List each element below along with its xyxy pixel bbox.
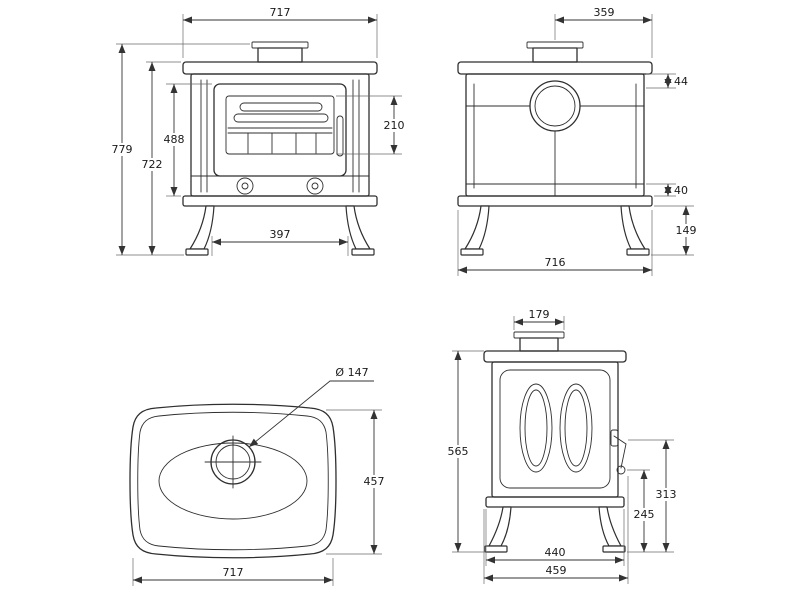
door-handle <box>336 115 344 157</box>
front-flue-collar <box>257 47 303 63</box>
front-flue-lip <box>251 41 309 49</box>
door-handle-lever <box>613 435 627 469</box>
dim-side-latch-height: 313 <box>627 439 679 553</box>
side-back-leg <box>488 506 512 547</box>
top-view: Ø 147 457 717 <box>129 366 387 586</box>
side-flue-lip <box>513 331 565 339</box>
side-front-foot <box>602 545 626 553</box>
back-right-foot <box>626 248 650 256</box>
front-right-leg <box>345 205 371 250</box>
dim-front-total-height-label: 779 <box>112 143 133 156</box>
dim-front-door-height: 488 <box>161 83 212 197</box>
top-plate-outline <box>129 403 337 559</box>
front-left-foot <box>185 248 209 256</box>
dim-top-width-label: 717 <box>223 566 244 579</box>
front-right-foot <box>351 248 375 256</box>
dim-side-height: 565 <box>445 350 485 553</box>
back-base-plate <box>457 195 653 207</box>
dim-top-depth-label: 457 <box>364 475 385 488</box>
dim-front-leg-span-label: 397 <box>270 228 291 241</box>
rear-flue-outlet <box>529 80 581 132</box>
dim-back-width-label: 716 <box>545 256 566 269</box>
dim-back-flue-offset-label: 359 <box>594 6 615 19</box>
side-body <box>491 361 619 498</box>
dim-top-flue-diameter: Ø 147 <box>248 366 374 448</box>
dim-side-base-depth-label: 440 <box>545 546 566 559</box>
dim-front-glass-height-label: 210 <box>384 119 405 132</box>
dim-front-total-height: 779 <box>109 43 250 256</box>
side-flue-collar <box>519 337 559 352</box>
back-top-plate <box>457 61 653 75</box>
back-right-leg <box>620 205 646 250</box>
front-body <box>190 73 370 197</box>
dim-side-depth: 459 <box>483 476 629 584</box>
handle-knob <box>616 465 626 475</box>
back-flue-lip <box>526 41 584 49</box>
dim-side-height-label: 565 <box>448 445 469 458</box>
dim-side-handle-height: 245 <box>627 469 657 552</box>
log-bottom <box>233 113 329 123</box>
dim-back-vent-height-label: 40 <box>674 184 688 197</box>
dim-side-base-depth: 440 <box>485 509 625 566</box>
dim-side-depth-label: 459 <box>546 564 567 577</box>
dim-back-leg-height-label: 149 <box>676 224 697 237</box>
top-plate-inner-outline <box>137 411 329 551</box>
dim-back-flue-offset: 359 <box>554 6 653 58</box>
dim-front-width: 717 <box>182 6 378 58</box>
front-left-leg <box>189 205 215 250</box>
side-panel <box>499 369 611 489</box>
dim-back-width: 716 <box>457 210 653 276</box>
back-view: 359 44 40 149 716 <box>457 6 699 276</box>
air-control-knob-right <box>306 177 324 195</box>
dim-side-flue-depth: 179 <box>513 308 565 330</box>
front-door-glass <box>225 95 335 155</box>
front-door-frame <box>213 83 347 177</box>
log-top <box>239 102 323 112</box>
front-top-plate <box>182 61 378 75</box>
dim-side-latch-height-label: 313 <box>656 488 677 501</box>
dim-front-glass-height: 210 <box>336 95 407 155</box>
dim-side-flue-depth-label: 179 <box>529 308 550 321</box>
side-front-leg <box>598 506 622 547</box>
dim-top-width: 717 <box>132 558 334 586</box>
back-left-foot <box>460 248 484 256</box>
side-back-foot <box>484 545 508 553</box>
side-oval-right <box>559 383 593 473</box>
dim-front-leg-span: 397 <box>211 228 349 256</box>
back-left-leg <box>464 205 490 250</box>
side-top-plate <box>483 350 627 363</box>
side-view: 179 565 313 245 44 <box>445 308 679 584</box>
dim-front-width-label: 717 <box>270 6 291 19</box>
dim-front-body-height: 722 <box>139 61 181 255</box>
back-flue-collar <box>532 47 578 63</box>
dim-back-collar-drop-label: 44 <box>674 75 688 88</box>
front-view: 717 779 722 488 <box>109 6 407 256</box>
front-base-plate <box>182 195 378 207</box>
dim-front-door-height-label: 488 <box>164 133 185 146</box>
dim-back-vent-height: 40 <box>646 183 688 197</box>
dim-back-collar-drop: 44 <box>646 73 688 89</box>
air-control-knob-left <box>236 177 254 195</box>
dim-top-depth: 457 <box>326 409 387 555</box>
side-oval-left <box>519 383 553 473</box>
dim-top-flue-diameter-label: Ø 147 <box>335 366 368 379</box>
side-base-plate <box>485 496 625 508</box>
dim-back-leg-height: 149 <box>651 205 699 256</box>
dim-front-body-height-label: 722 <box>142 158 163 171</box>
latch-plate <box>610 429 619 447</box>
dim-side-handle-height-label: 245 <box>634 508 655 521</box>
